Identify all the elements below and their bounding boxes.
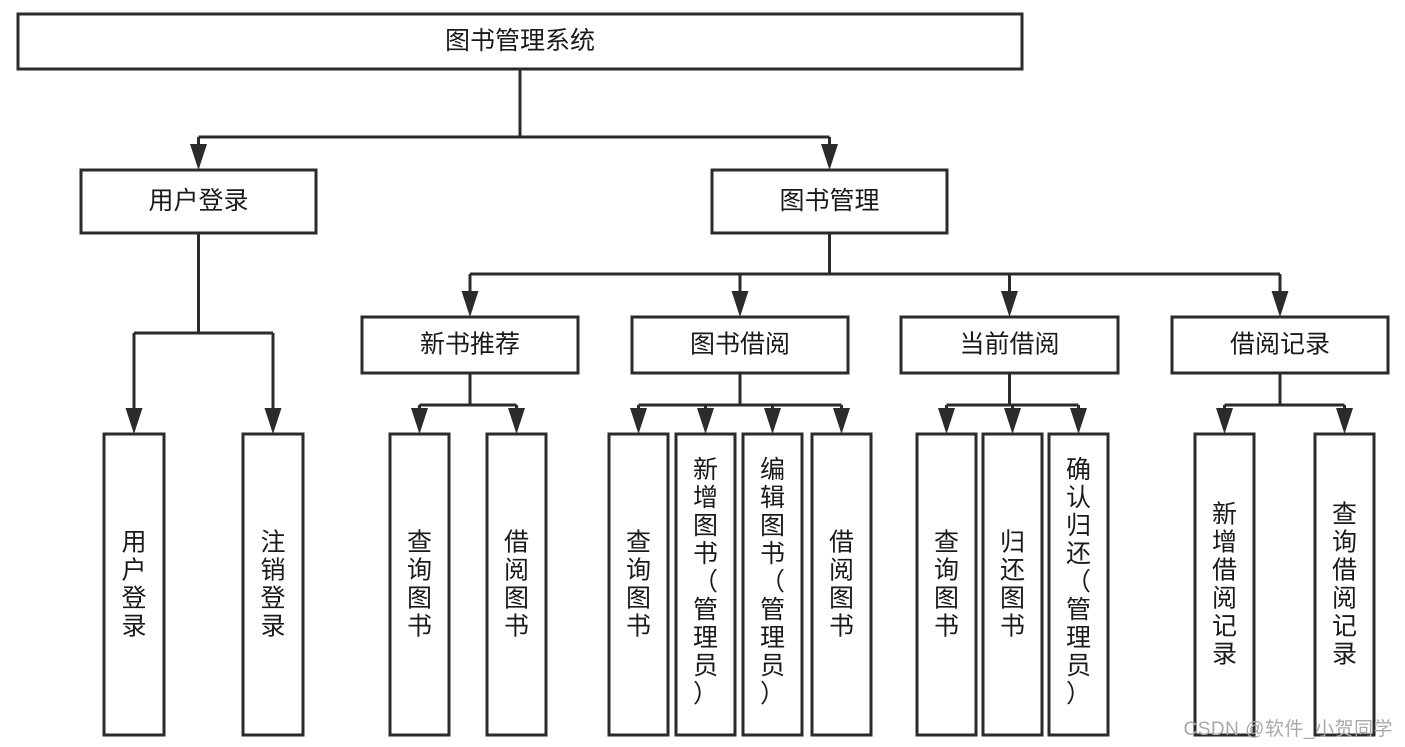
node-label-bb-borrow-book: 借阅图书 (829, 528, 854, 640)
node-box-cb-return-book (981, 432, 1044, 737)
connector-arrowhead (411, 408, 428, 434)
node-box-nbr-borrow-book (485, 432, 548, 737)
node-label-current-borrow: 当前借阅 (959, 331, 1059, 359)
node-label-new-book-rec: 新书推荐 (420, 331, 520, 359)
node-label-user-login-do: 用户登录 (121, 528, 146, 640)
connector-arrowhead (125, 408, 143, 434)
connector-book-borrow-to-bb-borrow-book (833, 405, 850, 434)
connector-arrowhead (1004, 408, 1021, 434)
connector-current-borrow-to-cb-confirm-return (1070, 405, 1087, 434)
node-box-bb-borrow-book (810, 432, 873, 737)
node-label-borrow-record: 借阅记录 (1230, 331, 1330, 359)
node-label-bb-query-book: 查询图书 (626, 528, 651, 640)
node-cb-return-book[interactable]: 归还图书 (981, 432, 1044, 737)
node-bb-borrow-book[interactable]: 借阅图书 (810, 432, 873, 737)
node-user-login-do[interactable]: 用户登录 (102, 432, 166, 737)
connector-arrowhead (731, 291, 749, 317)
node-box-current-borrow (899, 315, 1120, 375)
node-label-book-borrow: 图书借阅 (690, 331, 790, 359)
node-user-login[interactable]: 用户登录 (79, 168, 318, 235)
node-label-bb-edit-book: 编辑图书（管理员） (760, 456, 785, 708)
connector-arrowhead (1271, 291, 1289, 317)
node-box-new-book-rec (360, 315, 580, 375)
connector-arrowhead (833, 408, 850, 434)
connector-arrowhead (764, 408, 781, 434)
connector-book-manage-to-new-book-rec (461, 274, 479, 317)
connector-arrowhead (630, 408, 647, 434)
connector-root-to-user-login (190, 137, 207, 170)
node-nbr-borrow-book[interactable]: 借阅图书 (485, 432, 548, 737)
node-label-br-query-record: 查询借阅记录 (1332, 500, 1357, 668)
node-box-cb-query-book (915, 432, 978, 737)
connector-new-book-rec-to-nbr-query-book (411, 405, 428, 434)
connector-root-to-book-manage (821, 137, 838, 170)
connector-arrowhead (938, 408, 955, 434)
node-bb-add-book[interactable]: 新增图书（管理员） (674, 432, 737, 737)
connector-book-borrow-to-bb-add-book (697, 405, 714, 434)
connector-book-manage-to-borrow-record (1271, 274, 1289, 317)
node-box-borrow-record (1170, 315, 1390, 375)
connector-arrowhead (461, 291, 479, 317)
connector-book-borrow-to-bb-query-book (630, 405, 647, 434)
node-book-manage[interactable]: 图书管理 (710, 168, 949, 235)
connector-borrow-record-to-br-query-record (1336, 405, 1353, 434)
connector-user-login-to-user-logout (264, 333, 282, 434)
node-box-user-logout (241, 432, 305, 737)
connector-book-manage-to-book-borrow (731, 274, 749, 317)
node-label-bb-add-book: 新增图书（管理员） (693, 456, 718, 708)
connector-new-book-rec-to-nbr-borrow-book (508, 405, 525, 434)
connector-arrowhead (697, 408, 714, 434)
connector-arrowhead (508, 408, 525, 434)
node-box-cb-confirm-return (1047, 432, 1110, 737)
connector-arrowhead (821, 144, 838, 170)
node-box-book-borrow (630, 315, 850, 375)
connector-arrowhead (1070, 408, 1087, 434)
node-root[interactable]: 图书管理系统 (16, 12, 1024, 71)
connector-book-manage-to-current-borrow (1001, 274, 1018, 317)
connector-current-borrow-to-cb-query-book (938, 405, 955, 434)
connector-arrowhead (1001, 291, 1018, 317)
node-box-bb-add-book (674, 432, 737, 737)
node-box-bb-query-book (607, 432, 670, 737)
node-label-cb-return-book: 归还图书 (1000, 528, 1025, 640)
connector-arrowhead (264, 408, 282, 434)
node-label-cb-confirm-return: 确认归还（管理员） (1066, 456, 1091, 708)
node-br-query-record[interactable]: 查询借阅记录 (1313, 432, 1376, 737)
node-label-nbr-query-book: 查询图书 (407, 528, 432, 640)
connector-borrow-record-to-br-add-record (1216, 405, 1233, 434)
node-br-add-record[interactable]: 新增借阅记录 (1193, 432, 1256, 737)
node-box-br-add-record (1193, 432, 1256, 737)
node-box-bb-edit-book (741, 432, 804, 737)
node-box-root (16, 12, 1024, 71)
node-label-br-add-record: 新增借阅记录 (1212, 500, 1237, 668)
node-label-user-logout: 注销登录 (260, 528, 285, 640)
node-bb-edit-book[interactable]: 编辑图书（管理员） (741, 432, 804, 737)
node-label-book-manage: 图书管理 (779, 187, 879, 215)
node-cb-query-book[interactable]: 查询图书 (915, 432, 978, 737)
node-box-user-login-do (102, 432, 166, 737)
node-bb-query-book[interactable]: 查询图书 (607, 432, 670, 737)
connector-current-borrow-to-cb-return-book (1004, 405, 1021, 434)
node-book-borrow[interactable]: 图书借阅 (630, 315, 850, 375)
connector-book-borrow-to-bb-edit-book (764, 405, 781, 434)
node-cb-confirm-return[interactable]: 确认归还（管理员） (1047, 432, 1110, 737)
node-label-cb-query-book: 查询图书 (934, 528, 959, 640)
connector-arrowhead (190, 144, 207, 170)
connector-user-login-to-user-login-do (125, 333, 143, 434)
node-borrow-record[interactable]: 借阅记录 (1170, 315, 1390, 375)
node-current-borrow[interactable]: 当前借阅 (899, 315, 1120, 375)
connector-arrowhead (1336, 408, 1353, 434)
node-box-nbr-query-book (388, 432, 451, 737)
node-nbr-query-book[interactable]: 查询图书 (388, 432, 451, 737)
node-box-br-query-record (1313, 432, 1376, 737)
node-user-logout[interactable]: 注销登录 (241, 432, 305, 737)
node-new-book-rec[interactable]: 新书推荐 (360, 315, 580, 375)
node-label-user-login: 用户登录 (148, 187, 248, 215)
node-label-nbr-borrow-book: 借阅图书 (504, 528, 529, 640)
node-label-root: 图书管理系统 (445, 27, 595, 55)
connector-arrowhead (1216, 408, 1233, 434)
